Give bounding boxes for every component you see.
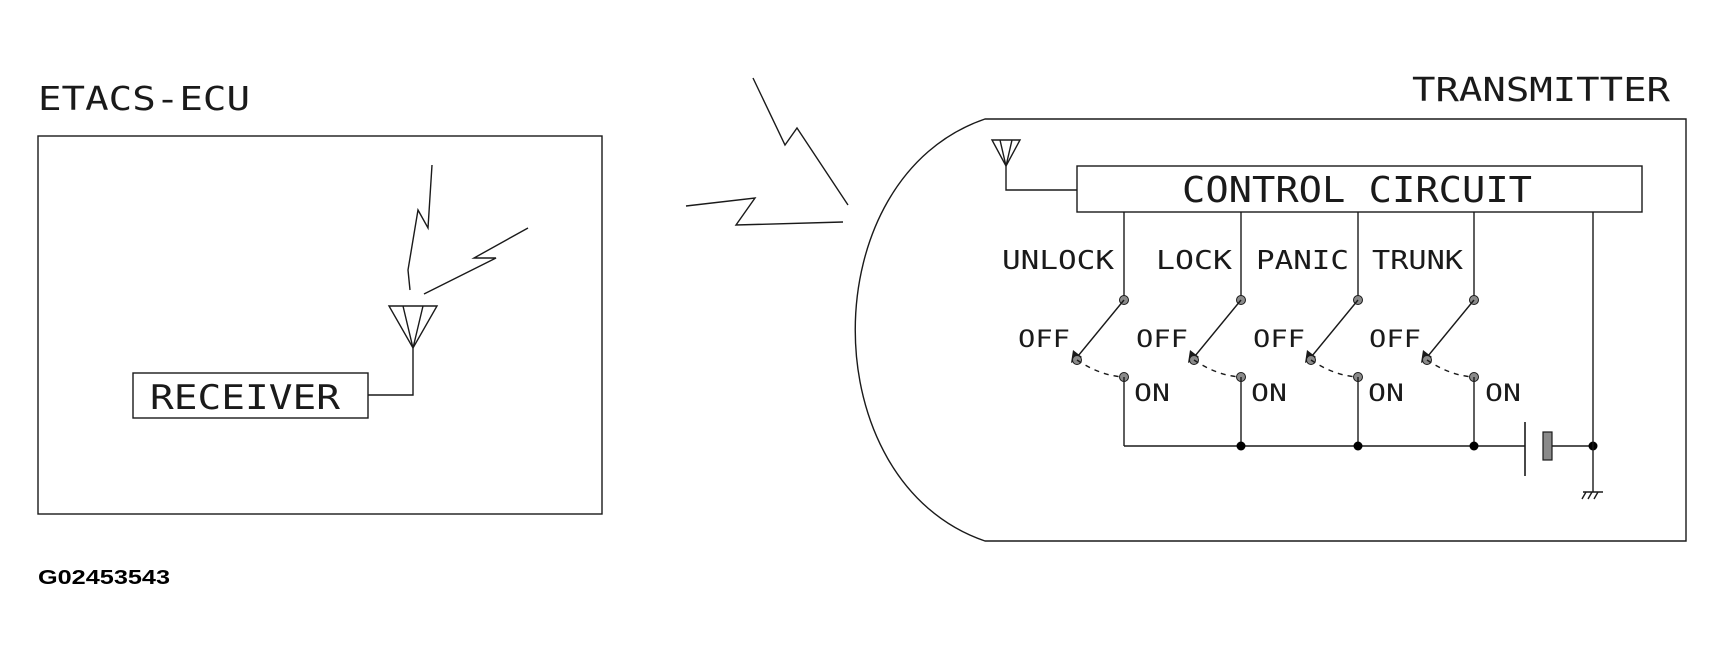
tx-signal-bolt-upper-icon bbox=[752, 77, 849, 206]
receiver-label: RECEIVER bbox=[150, 378, 341, 418]
ecu-signal-bolt-vertical-icon bbox=[407, 164, 433, 291]
battery-icon bbox=[1524, 422, 1553, 476]
switch-on-trunk: ON bbox=[1485, 379, 1521, 407]
ecu-antenna-icon bbox=[387, 305, 439, 350]
switch-trunk bbox=[1421, 212, 1479, 446]
switch-name-lock: LOCK bbox=[1156, 246, 1232, 276]
switch-on-panic: ON bbox=[1368, 379, 1404, 407]
switch-lock bbox=[1188, 212, 1246, 446]
ground-icon bbox=[1581, 491, 1603, 500]
ecu-box bbox=[37, 135, 603, 515]
receiver-antenna-wire bbox=[368, 348, 414, 396]
ecu-signal-bolt-diagonal-icon bbox=[423, 227, 529, 295]
tx-signal-bolt-lower-icon bbox=[685, 197, 844, 226]
switch-panic bbox=[1305, 212, 1363, 446]
switch-off-unlock: OFF bbox=[1018, 325, 1070, 353]
switch-name-unlock: UNLOCK bbox=[1002, 246, 1114, 276]
junction-dot bbox=[1353, 441, 1363, 451]
switch-off-lock: OFF bbox=[1136, 325, 1188, 353]
switch-off-panic: OFF bbox=[1253, 325, 1305, 353]
junction-dot bbox=[1469, 441, 1479, 451]
control-circuit-box bbox=[1076, 165, 1643, 213]
switch-name-trunk: TRUNK bbox=[1372, 246, 1463, 276]
switch-unlock bbox=[1071, 212, 1129, 446]
figure-code: G02453543 bbox=[38, 567, 170, 589]
transmitter-housing bbox=[854, 118, 1687, 542]
transmitter-antenna-icon bbox=[990, 139, 1022, 168]
junction-dot bbox=[1236, 441, 1246, 451]
control-circuit-label: CONTROL CIRCUIT bbox=[1182, 170, 1532, 211]
switch-off-trunk: OFF bbox=[1369, 325, 1421, 353]
switch-name-panic: PANIC bbox=[1256, 246, 1349, 276]
antenna-wire bbox=[1005, 166, 1077, 191]
switch-on-lock: ON bbox=[1251, 379, 1287, 407]
transmitter-title: TRANSMITTER bbox=[1412, 70, 1670, 109]
ecu-title: ETACS-ECU bbox=[38, 79, 250, 118]
switch-on-unlock: ON bbox=[1134, 379, 1170, 407]
